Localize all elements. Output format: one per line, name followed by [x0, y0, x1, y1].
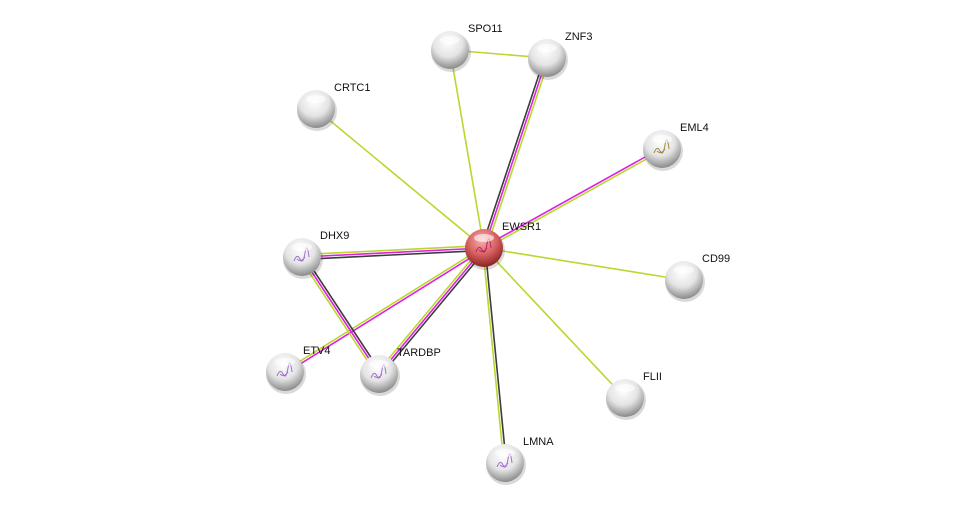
edge-evidence-experiments: [483, 57, 548, 249]
node-highlight: [537, 44, 557, 52]
edge-evidence-textmining: [301, 244, 484, 256]
edge-evidence-textmining: [483, 247, 626, 399]
edge-evidence-experiments: [378, 247, 485, 375]
edge-evidence-experiments: [301, 256, 380, 375]
node-cd99[interactable]: CD99: [665, 253, 730, 302]
node-highlight: [615, 384, 635, 392]
edge-ewsr1-flii[interactable]: [483, 247, 626, 399]
node-znf3[interactable]: ZNF3: [528, 31, 593, 80]
node-label: TARDBP: [397, 347, 441, 359]
node-etv4[interactable]: ETV4: [266, 345, 331, 394]
edge-evidence-textmining: [485, 58, 551, 250]
edge-ewsr1-cd99[interactable]: [483, 247, 685, 281]
edge-ewsr1-znf3[interactable]: [480, 56, 551, 250]
node-spo11[interactable]: SPO11: [431, 23, 503, 72]
node-highlight: [306, 95, 326, 103]
edge-ewsr1-tardbp[interactable]: [376, 245, 487, 377]
edge-evidence-coexpression: [302, 249, 485, 261]
edge-evidence-coexpression: [480, 56, 546, 248]
node-highlight: [652, 135, 672, 143]
edge-ewsr1-lmna[interactable]: [482, 247, 507, 464]
edge-evidence-coexpression: [303, 255, 382, 374]
node-dhx9[interactable]: DHX9: [283, 230, 349, 279]
node-label: SPO11: [468, 23, 503, 35]
edge-evidence-textmining: [283, 246, 484, 372]
edge-evidence-textmining: [484, 149, 663, 250]
node-crtc1[interactable]: CRTC1: [297, 82, 370, 131]
node-highlight: [474, 234, 494, 242]
node-label: DHX9: [320, 230, 349, 242]
node-lmna[interactable]: LMNA: [486, 436, 554, 485]
node-tardbp[interactable]: TARDBP: [360, 347, 441, 396]
edge-ewsr1-crtc1[interactable]: [315, 108, 485, 249]
edge-dhx9-tardbp[interactable]: [299, 255, 382, 376]
node-highlight: [292, 243, 312, 251]
edge-evidence-experiments: [483, 147, 662, 248]
edge-evidence-textmining: [449, 49, 485, 249]
node-label: FLII: [643, 371, 662, 383]
edge-evidence-coexpression: [484, 247, 507, 463]
node-label: CRTC1: [334, 82, 370, 94]
node-flii[interactable]: FLII: [606, 371, 662, 420]
edge-ewsr1-eml4[interactable]: [483, 147, 663, 250]
node-highlight: [275, 358, 295, 366]
edge-evidence-experiments: [285, 248, 486, 374]
edge-ewsr1-dhx9[interactable]: [301, 244, 485, 261]
edge-evidence-textmining: [315, 108, 485, 249]
edge-evidence-experiments: [301, 247, 485, 258]
edge-evidence-textmining: [483, 247, 685, 281]
edge-ewsr1-spo11[interactable]: [449, 49, 485, 249]
node-highlight: [440, 36, 460, 44]
edge-evidence-textmining: [482, 248, 505, 464]
node-highlight: [674, 266, 694, 274]
edge-evidence-textmining: [299, 257, 378, 376]
node-label: EML4: [680, 122, 709, 134]
node-label: ETV4: [303, 345, 331, 357]
node-highlight: [495, 449, 515, 457]
node-ewsr1[interactable]: EWSR1: [465, 221, 541, 270]
edge-evidence-coexpression: [380, 249, 487, 377]
node-label: EWSR1: [502, 221, 541, 233]
node-label: CD99: [702, 253, 730, 265]
node-label: ZNF3: [565, 31, 593, 43]
node-eml4[interactable]: EML4: [643, 122, 709, 171]
edge-ewsr1-etv4[interactable]: [283, 246, 486, 374]
edge-evidence-textmining: [376, 245, 483, 373]
node-label: LMNA: [523, 436, 554, 448]
node-highlight: [369, 360, 389, 368]
